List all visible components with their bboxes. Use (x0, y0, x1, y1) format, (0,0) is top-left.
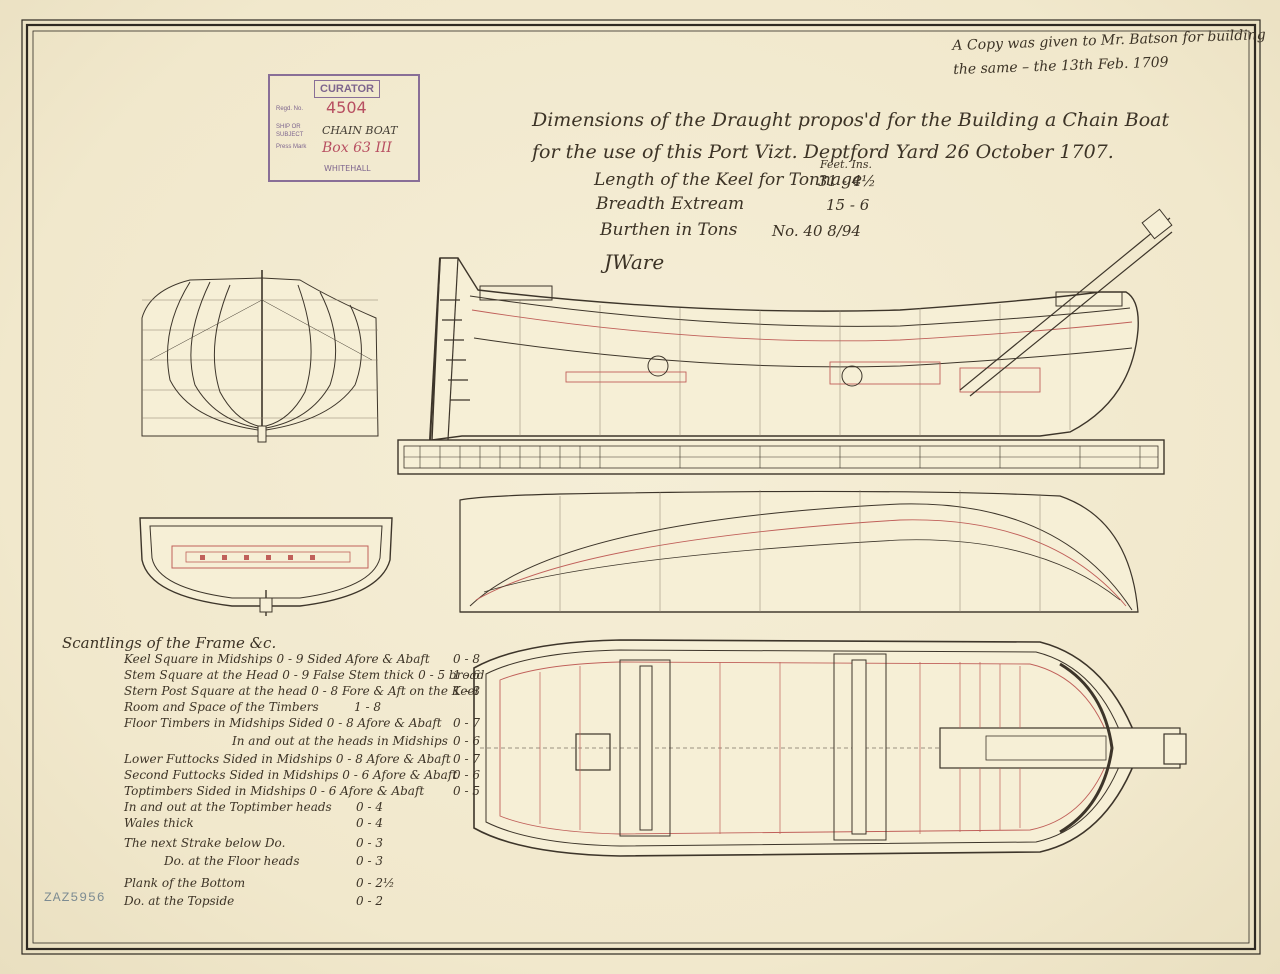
scantling-label: Do. at the Topside (124, 894, 235, 908)
scantlings-title: Scantlings of the Frame &c. (62, 634, 277, 652)
scantling-value: 0 - 8 (453, 652, 480, 666)
scantling-row: Lower Futtocks Sided in Midships 0 - 8 A… (124, 752, 480, 768)
outer-border (21, 19, 1261, 955)
deck-plan-view (473, 639, 1187, 857)
scantling-value: 0 - 6 (453, 734, 480, 748)
scantling-value: 0 - 4 (356, 816, 383, 830)
scantling-row: Second Futtocks Sided in Midships 0 - 6 … (124, 768, 480, 784)
scantling-row: Stem Square at the Head 0 - 9 False Stem… (124, 668, 484, 684)
scantling-row: Plank of the Bottom 0 - 2½ (124, 876, 480, 894)
stamp-label-subject: SUBJECT (276, 132, 304, 138)
stamp-label-regd: Regd. No. (276, 106, 304, 112)
scantling-label: Plank of the Bottom (124, 876, 246, 890)
scantling-value: 1 - 8 (354, 700, 381, 714)
scantling-value: 1 - 6 (453, 668, 480, 682)
dimension-value-breadth: 15 - 6 (826, 196, 870, 214)
scantling-label: Stern Post Square at the head 0 - 8 Fore… (124, 684, 479, 698)
dimension-label-burthen: Burthen in Tons (600, 220, 738, 240)
body-plan-view (141, 270, 379, 443)
stamp-footer: WHITEHALL (324, 164, 371, 173)
half-breadth-view (459, 490, 1139, 613)
stamp-label-ship: SHIP OR (276, 124, 301, 130)
scantling-value: 0 - 4 (356, 800, 383, 814)
scantling-label: Do. at the Floor heads (164, 854, 300, 868)
dimensions-column-header: Feet. Ins. (820, 158, 873, 171)
scantling-label: Second Futtocks Sided in Midships 0 - 6 … (124, 768, 458, 782)
scantling-value: 0 - 7 (453, 716, 480, 730)
scale-bar (397, 439, 1165, 475)
scantling-value: 1 - 8 (453, 684, 480, 698)
scantling-value: 0 - 3 (356, 854, 383, 868)
scantling-value: 0 - 2½ (356, 876, 395, 890)
scantling-label: In and out at the heads in Midships (232, 734, 448, 748)
dimension-value-burthen: No. 40 8/94 (772, 222, 861, 240)
middle-border (25, 23, 1257, 951)
scantling-row: The next Strake below Do. 0 - 3 (124, 836, 480, 854)
scantling-row: Stern Post Square at the head 0 - 8 Fore… (124, 684, 480, 700)
scantling-label: Stem Square at the Head 0 - 9 False Stem… (124, 668, 485, 682)
scantling-row: Floor Timbers in Midships Sided 0 - 8 Af… (124, 716, 480, 734)
scantling-value: 0 - 3 (356, 836, 383, 850)
scantling-label: Toptimbers Sided in Midships 0 - 6 Afore… (124, 784, 425, 798)
midship-section-view (139, 517, 393, 616)
scantling-label: Floor Timbers in Midships Sided 0 - 8 Af… (124, 716, 442, 730)
scantling-row: Toptimbers Sided in Midships 0 - 6 Afore… (124, 784, 480, 800)
dimension-value-keel: 31 - 4½ (818, 172, 876, 190)
stamp-press-mark: Box 63 III (322, 140, 392, 156)
scantling-value: 0 - 7 (453, 752, 480, 766)
scantling-label: The next Strake below Do. (124, 836, 286, 850)
draught-title-line-1: Dimensions of the Draught propos'd for t… (532, 109, 1170, 131)
inner-border (32, 30, 1250, 944)
scantling-row: In and out at the Toptimber heads 0 - 4 (124, 800, 480, 816)
stamp-label-press: Press Mark (276, 144, 307, 150)
scantlings-list: Keel Square in Midships 0 - 9 Sided Afor… (124, 652, 484, 912)
scantling-value: 0 - 5 (453, 784, 480, 798)
draught-title-line-2: for the use of this Port Vizt. Deptford … (532, 141, 1114, 163)
scantling-row: Do. at the Floor heads 0 - 3 (124, 854, 480, 876)
dimension-label-breadth: Breadth Extream (596, 194, 745, 214)
scantling-value: 0 - 2 (356, 894, 383, 908)
draught-title: Dimensions of the Draught propos'd for t… (532, 104, 1169, 168)
catalogue-number: ZAZ5956 (44, 890, 106, 905)
sheer-profile-view (429, 208, 1173, 441)
scantling-row: Room and Space of the Timbers 1 - 8 (124, 700, 480, 716)
scantling-label: Keel Square in Midships 0 - 9 Sided Afor… (124, 652, 430, 666)
dimension-label-keel: Length of the Keel for Tonnage (594, 170, 863, 190)
scantling-row: Keel Square in Midships 0 - 9 Sided Afor… (124, 652, 480, 668)
scantling-row: Wales thick 0 - 4 (124, 816, 480, 836)
stamp-title: CURATOR (314, 80, 380, 98)
scantling-row: In and out at the heads in Midships 0 - 6 (124, 734, 480, 752)
scantling-label: Room and Space of the Timbers (124, 700, 319, 714)
scantling-value: 0 - 6 (453, 768, 480, 782)
stamp-subject: CHAIN BOAT (322, 124, 398, 137)
curator-stamp: CURATOR Regd. No. SHIP OR SUBJECT Press … (268, 74, 420, 182)
signature: JWare (604, 250, 665, 274)
scantling-label: In and out at the Toptimber heads (124, 800, 332, 814)
scantling-label: Lower Futtocks Sided in Midships 0 - 8 A… (124, 752, 451, 766)
stamp-regd-number: 4504 (326, 98, 367, 117)
scantling-row: Do. at the Topside 0 - 2 (124, 894, 480, 912)
scantling-label: Wales thick (124, 816, 194, 830)
